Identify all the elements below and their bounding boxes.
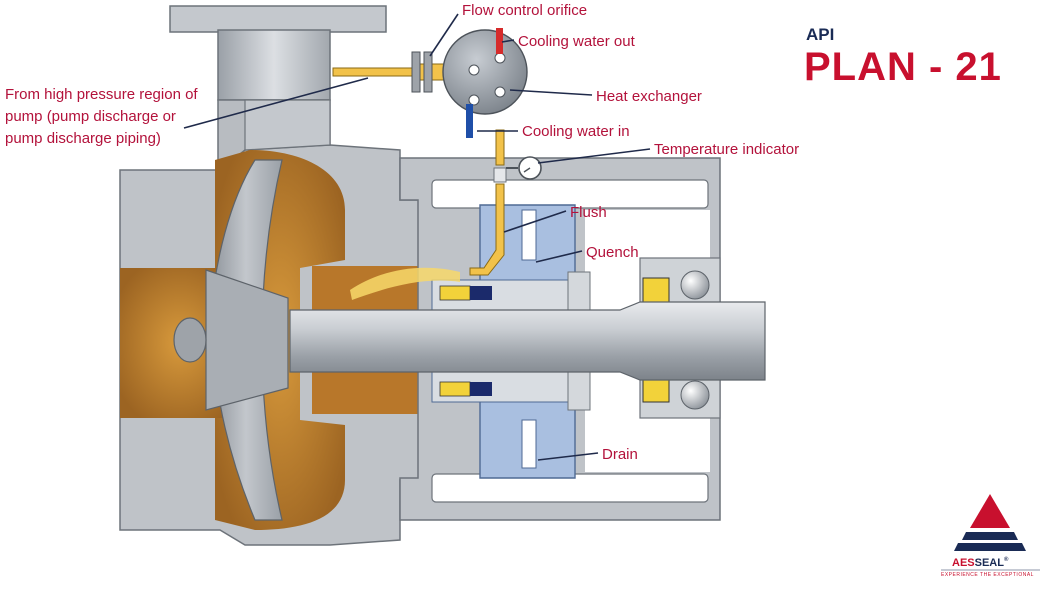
quench-port — [521, 209, 537, 261]
seal-face-top — [439, 285, 471, 301]
temperature-indicator — [506, 156, 542, 180]
plan-title: API PLAN - 21 — [804, 25, 1002, 89]
label-source-line-2: pump (pump discharge or — [5, 108, 176, 125]
label-quench: Quench — [586, 244, 639, 261]
label-flow-control-orifice: Flow control orifice — [462, 2, 587, 19]
logo-tagline: EXPERIENCE THE EXCEPTIONAL — [941, 572, 1034, 578]
logo-mark-band-1 — [962, 532, 1018, 540]
logo-mark-band-2 — [954, 543, 1026, 551]
seal-face-bottom-dark — [470, 382, 492, 396]
cooling-water-out-pipe — [496, 28, 503, 54]
cooling-water-in-pipe — [466, 104, 473, 138]
labels: Flow control orifice Cooling water out H… — [5, 2, 799, 463]
collar-bottom — [567, 371, 591, 411]
shaft — [289, 301, 766, 381]
flow-control-orifice — [411, 51, 433, 93]
drain-port — [521, 419, 537, 469]
collar-top — [567, 271, 591, 311]
leader-lines — [183, 13, 651, 461]
label-source-line-1: From high pressure region of — [5, 86, 198, 103]
label-flush: Flush — [570, 204, 607, 221]
logo-mark-top — [970, 494, 1010, 528]
label-heat-exchanger: Heat exchanger — [596, 88, 702, 105]
seal-face-top-dark — [470, 286, 492, 300]
impeller-nut — [173, 317, 207, 363]
label-drain: Drain — [602, 446, 638, 463]
aesseal-logo: AESSEAL® EXPERIENCE THE EXCEPTIONAL — [941, 494, 1040, 578]
title-main: PLAN - 21 — [804, 45, 1002, 89]
title-prefix: API — [806, 25, 834, 44]
logo-name: AESSEAL® — [952, 556, 1009, 569]
heat-exchanger — [442, 28, 528, 138]
label-source-line-3: pump discharge piping) — [5, 130, 161, 147]
label-cooling-water-in: Cooling water in — [522, 123, 630, 140]
label-cooling-water-out: Cooling water out — [518, 33, 636, 50]
seal-face-bottom — [439, 381, 471, 397]
impeller — [173, 159, 289, 521]
label-temperature-indicator: Temperature indicator — [654, 141, 799, 158]
